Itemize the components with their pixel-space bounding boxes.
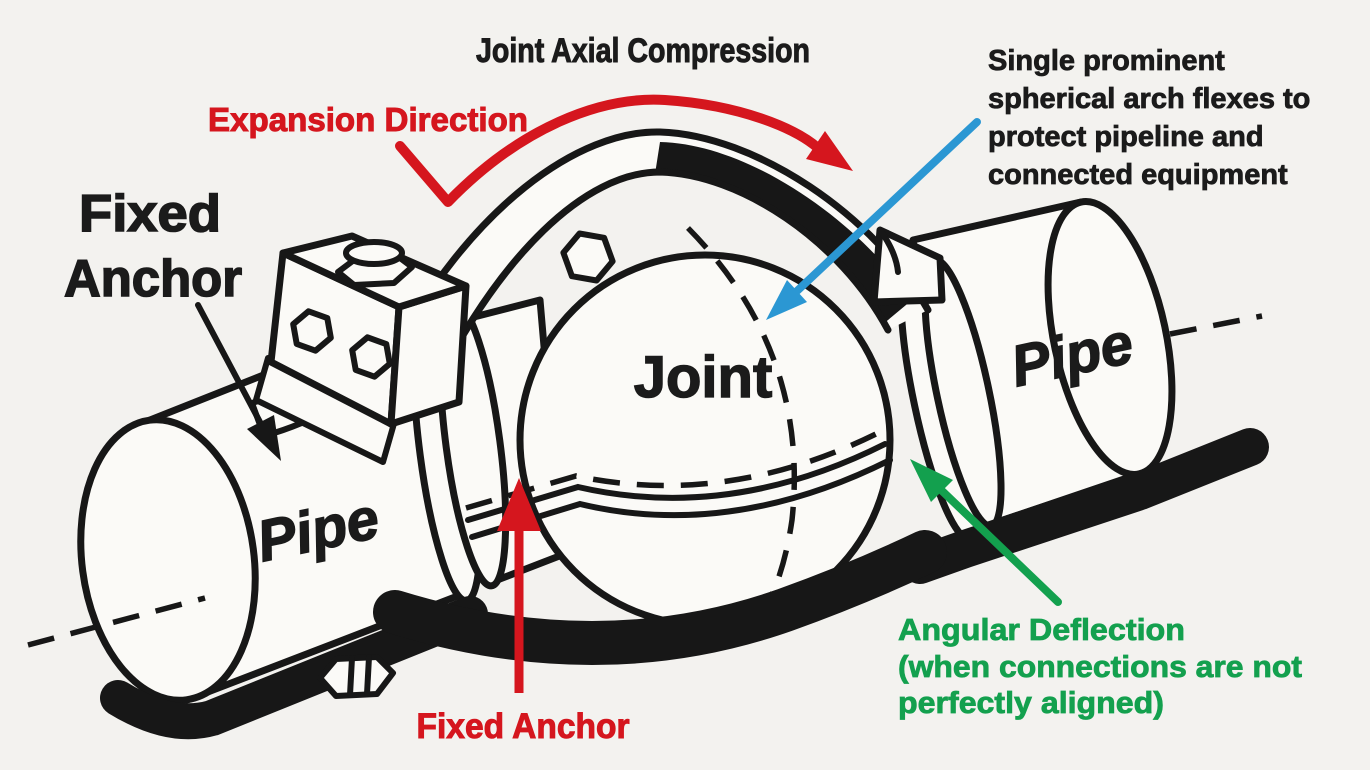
arch-outer-edge bbox=[384, 128, 932, 366]
left-centerline-dashed bbox=[27, 595, 206, 648]
arch-note-arrow-line bbox=[793, 118, 981, 295]
arch-inner-edge bbox=[428, 168, 892, 396]
fixed-anchor-bottom-label: Fixed Anchor bbox=[417, 707, 630, 746]
joint-label: Joint bbox=[634, 345, 773, 410]
left-pipe-end-cap bbox=[77, 416, 259, 704]
fixed-anchor-block bbox=[253, 232, 470, 465]
arch-note-label: Single prominent spherical arch flexes t… bbox=[988, 45, 1311, 192]
fixed-anchor-left-label: Fixed Anchor bbox=[63, 184, 243, 309]
fixed-anchor-arrowhead bbox=[497, 478, 541, 531]
arch-note-line-2: spherical arch flexes to bbox=[988, 83, 1310, 115]
arch-note-arrow bbox=[766, 118, 981, 320]
angular-deflection-arrow-line bbox=[934, 483, 1062, 606]
expansion-direction-arc bbox=[395, 94, 823, 207]
arch-note-line-1: Single prominent bbox=[988, 45, 1225, 77]
sphere-equator-dashed bbox=[465, 429, 882, 511]
fixed-anchor-arrow bbox=[497, 478, 541, 693]
anchor-hex-bolt-1 bbox=[290, 308, 334, 354]
left-pipe-shadow bbox=[100, 596, 488, 740]
arch-right-saddle bbox=[870, 226, 946, 306]
bottom-hex-nut bbox=[317, 654, 396, 699]
fixed-anchor-pointer-arrow bbox=[195, 302, 281, 461]
expansion-direction-arrowhead bbox=[806, 131, 853, 171]
arch-note-line-3: protect pipeline and bbox=[988, 121, 1264, 153]
arch-shade-crescent bbox=[655, 142, 912, 325]
bottom-hex-nut-facets bbox=[347, 654, 372, 698]
sphere-ground-shadow bbox=[373, 530, 947, 665]
title-label: Joint Axial Compression bbox=[476, 32, 810, 70]
arch-note-line-4: connected equipment bbox=[988, 159, 1288, 191]
expansion-direction-arrow bbox=[395, 94, 853, 207]
right-centerline-dashed bbox=[1169, 313, 1263, 337]
angular-deflection-arrow bbox=[910, 459, 1062, 606]
fixed-anchor-left-line-1: Fixed bbox=[79, 185, 221, 243]
fixed-anchor-left-line-2: Anchor bbox=[64, 250, 242, 308]
expansion-joint-sphere bbox=[373, 226, 947, 665]
arch-right-saddle-notch bbox=[877, 227, 901, 275]
expansion-direction-label: Expansion Direction bbox=[208, 101, 528, 138]
angular-deflection-label: Angular Deflection (when connections are… bbox=[898, 612, 1303, 721]
anchor-top-disc bbox=[343, 239, 405, 267]
sphere-seam-line-upper bbox=[465, 441, 888, 523]
arch-side-hex-bolt bbox=[560, 230, 616, 284]
sphere-seam-line-lower bbox=[469, 457, 893, 540]
angular-deflection-arrowhead bbox=[910, 459, 953, 502]
angular-deflection-line-3: perfectly aligned) bbox=[898, 685, 1164, 720]
angular-deflection-line-1: Angular Deflection bbox=[898, 612, 1185, 647]
anchor-hex-bolt-2 bbox=[349, 334, 393, 380]
sphere-meridian-dashed bbox=[686, 226, 797, 624]
bottom-hex-nut-body bbox=[317, 654, 396, 699]
fixed-anchor-pointer-line bbox=[195, 302, 263, 425]
angular-deflection-line-2: (when connections are not bbox=[898, 649, 1302, 684]
arch-note-arrowhead bbox=[766, 280, 807, 320]
fixed-anchor-pointer-head bbox=[247, 415, 281, 461]
